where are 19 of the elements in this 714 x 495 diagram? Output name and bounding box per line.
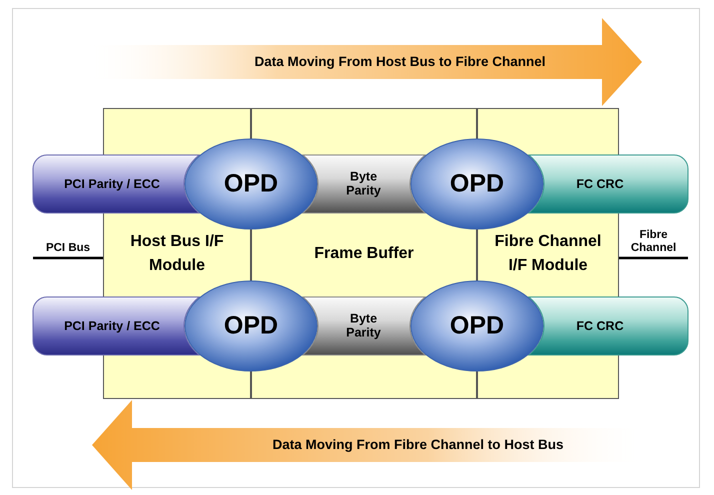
- opd-label: OPD: [224, 170, 278, 198]
- bus-label: PCI Bus: [44, 242, 92, 255]
- arrow-label: Data Moving From Fibre Channel to Host Bus: [271, 437, 564, 453]
- pipe-label: PCI Parity / ECC: [63, 318, 161, 334]
- pipe-label: FC CRC: [575, 176, 625, 192]
- opd-label: OPD: [450, 312, 504, 340]
- module-label: Frame Buffer: [314, 244, 414, 264]
- pipe-label: FC CRC: [575, 318, 625, 334]
- module-label: Fibre Channel I/F Module: [494, 232, 602, 276]
- bus-line: [619, 256, 688, 260]
- pipe-label: Byte Parity: [345, 169, 382, 198]
- module-label: Host Bus I/F Module: [129, 232, 225, 276]
- pipe-label: PCI Parity / ECC: [63, 176, 161, 192]
- bus-label: Fibre Channel: [630, 228, 678, 255]
- opd-label: OPD: [450, 170, 504, 198]
- opd-label: OPD: [224, 312, 278, 340]
- arrow-label: Data Moving From Host Bus to Fibre Channel: [253, 54, 546, 70]
- pipe-label: Byte Parity: [345, 311, 382, 340]
- bus-line: [33, 256, 103, 260]
